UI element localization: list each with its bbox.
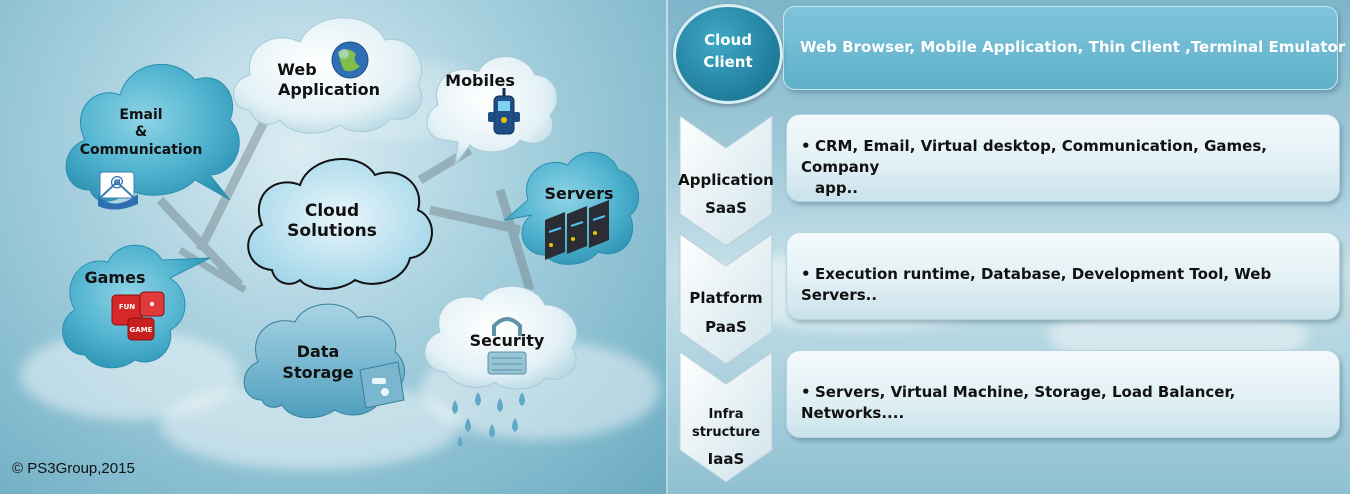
paas-abbr: PaaS: [705, 318, 747, 336]
globe-icon: [331, 41, 369, 79]
storage-label: Storage: [282, 363, 353, 382]
games-label: Games: [85, 268, 146, 287]
email-icon: @: [98, 171, 138, 210]
dice-fun-text: FUN: [119, 303, 135, 311]
data-storage-cloud: Data Storage: [243, 303, 405, 419]
storage-drawer-icon: [359, 361, 405, 409]
game-dice-icon: FUN GAME: [111, 291, 165, 341]
cloud-client-label-line1: Cloud: [704, 31, 752, 49]
paas-bar: •Execution runtime, Database, Developmen…: [786, 232, 1340, 320]
paas-bullet: •Execution runtime, Database, Developmen…: [801, 265, 1272, 304]
cloud-client-bar: Web Browser, Mobile Application, Thin Cl…: [783, 6, 1345, 90]
solutions-label: Solutions: [287, 221, 377, 241]
saas-bar: •CRM, Email, Virtual desktop, Communicat…: [786, 114, 1340, 202]
iaas-abbr: IaaS: [707, 450, 745, 468]
iaas-line1: Servers, Virtual Machine, Storage, Load …: [801, 383, 1236, 422]
iaas-chevron: [679, 351, 773, 483]
connector-line: [429, 205, 521, 235]
cloud-solutions-cloud: Cloud Solutions: [247, 158, 433, 290]
communication-label: Communication: [80, 142, 203, 158]
security-label: Security: [470, 331, 545, 350]
mobile-phone-icon: [488, 88, 520, 135]
cloud-client-circle: Cloud Client: [673, 4, 783, 104]
saas-bullet: •CRM, Email, Virtual desktop, Communicat…: [801, 137, 1267, 197]
paas-line1: Execution runtime, Database, Development…: [801, 265, 1272, 304]
server-rack-icon: [545, 200, 609, 260]
iaas-bar: •Servers, Virtual Machine, Storage, Load…: [786, 350, 1340, 438]
servers-cloud: Servers: [503, 151, 639, 265]
diagram-svg: Email & Communication @ Web Application: [62, 17, 639, 447]
saas-layer-name: Application: [678, 171, 774, 189]
padlock-icon: [487, 317, 527, 375]
email-label: Email: [119, 107, 162, 123]
raindrops-icon: [452, 392, 525, 447]
saas-line2: app..: [815, 179, 858, 197]
web-label: Web: [277, 60, 316, 79]
ampersand-label: &: [135, 124, 147, 140]
data-label: Data: [297, 342, 340, 361]
security-cloud: Security: [424, 285, 578, 447]
saas-chevron: [679, 115, 773, 247]
connector-line: [195, 97, 280, 253]
connector-line: [495, 188, 535, 292]
mobiles-cloud: Mobiles: [426, 56, 558, 167]
games-cloud: Games FUN GAME: [62, 244, 211, 369]
dice-game-text: GAME: [130, 326, 153, 334]
iaas-layer-name-line1: Infra: [708, 407, 744, 422]
copyright-text: © PS3Group,2015: [12, 460, 135, 477]
svg-text:@: @: [110, 174, 124, 190]
web-application-cloud: Web Application: [233, 17, 423, 134]
iaas-bullet: •Servers, Virtual Machine, Storage, Load…: [801, 383, 1236, 422]
iaas-layer-name-line2: structure: [691, 425, 761, 440]
cloud-label: Cloud: [305, 201, 359, 221]
connector-lines: [156, 97, 535, 293]
cloud-client-label-line2: Client: [703, 53, 753, 71]
cloud-layers-panel: Web Browser, Mobile Application, Thin Cl…: [668, 0, 1350, 494]
saas-abbr: SaaS: [705, 199, 747, 217]
cloud-client-description: Web Browser, Mobile Application, Thin Cl…: [800, 38, 1346, 56]
connector-line: [156, 196, 244, 289]
paas-layer-name: Platform: [689, 289, 763, 307]
saas-line1: CRM, Email, Virtual desktop, Communicati…: [801, 137, 1267, 176]
panel-divider: [666, 0, 669, 494]
paas-chevron: [679, 233, 773, 365]
mobiles-label: Mobiles: [445, 71, 515, 90]
cloud-services-diagram: Email & Communication @ Web Application: [0, 0, 668, 494]
email-communication-cloud: Email & Communication @: [65, 64, 240, 210]
servers-label: Servers: [545, 184, 614, 203]
application-label: Application: [278, 80, 380, 99]
connector-line: [178, 247, 247, 293]
